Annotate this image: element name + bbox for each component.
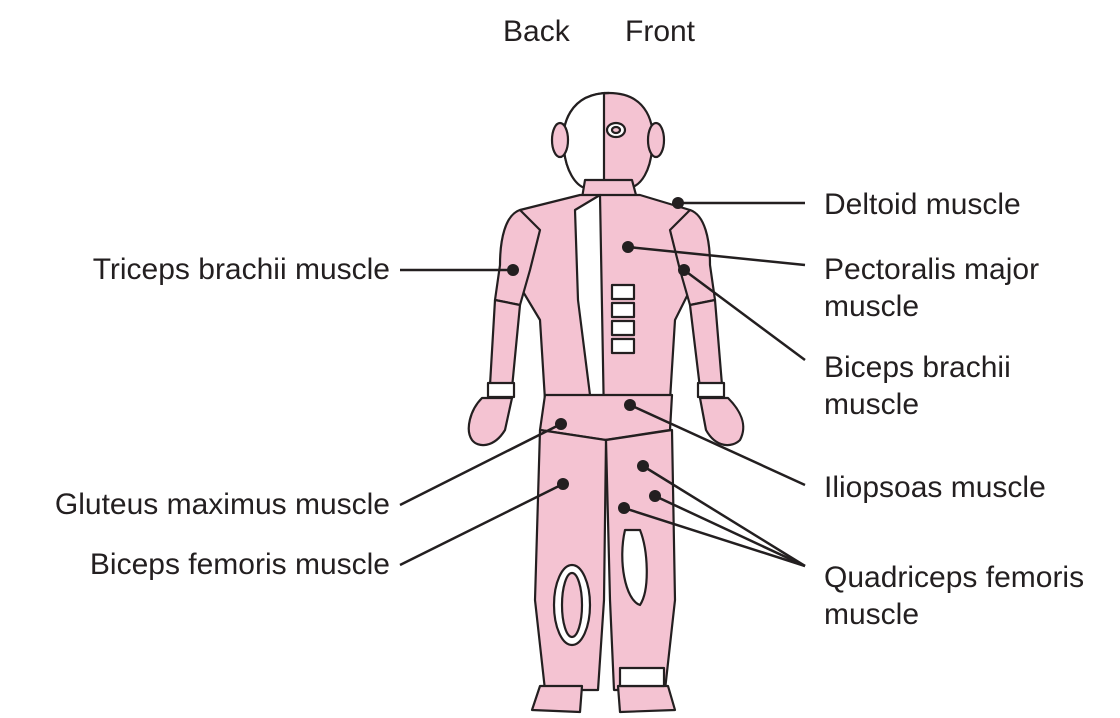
- biceps-brachii-label-line-1: Biceps brachii: [824, 349, 1104, 386]
- triceps-label: Triceps brachii muscle: [20, 251, 390, 288]
- quadriceps-dot: [637, 460, 649, 472]
- left-wrist: [488, 383, 514, 397]
- gluteus-label: Gluteus maximus muscle: [0, 486, 390, 523]
- abdominal-segment: [612, 303, 634, 317]
- abdominal-segment: [612, 321, 634, 335]
- left-calf-inner: [562, 573, 582, 637]
- iliopsoas-dot: [624, 399, 636, 411]
- pectoralis-label: Pectoralis major muscle: [824, 251, 1104, 325]
- quadriceps-line-2: [655, 496, 805, 566]
- biceps-femoris-label: Biceps femoris muscle: [20, 546, 390, 583]
- deltoid-label: Deltoid muscle: [824, 186, 1021, 223]
- pectoralis-label-line-2: muscle: [824, 288, 1104, 325]
- right-foot: [618, 686, 675, 712]
- right-wrist: [698, 383, 724, 397]
- quadriceps-label-line-2: muscle: [824, 596, 1116, 633]
- pectoralis-label-line-1: Pectoralis major: [824, 251, 1104, 288]
- biceps-femoris-dot: [557, 478, 569, 490]
- biceps-brachii-dot: [678, 264, 690, 276]
- triceps-dot: [507, 264, 519, 276]
- eye-inner: [612, 127, 620, 133]
- quadriceps-label-line-1: Quadriceps femoris: [824, 559, 1116, 596]
- biceps-brachii-label-line-2: muscle: [824, 386, 1104, 423]
- left-hand: [469, 398, 512, 445]
- quadriceps-dot: [618, 502, 630, 514]
- head-back-half: [563, 93, 609, 188]
- quadriceps-label: Quadriceps femoris muscle: [824, 559, 1116, 633]
- abdominal-segment: [612, 285, 634, 299]
- left-ear: [552, 123, 568, 157]
- front-view-label: Front: [625, 13, 695, 50]
- biceps-brachii-label: Biceps brachii muscle: [824, 349, 1104, 423]
- right-forearm: [690, 300, 722, 388]
- right-ankle: [620, 668, 664, 686]
- gluteus-dot: [555, 418, 567, 430]
- deltoid-dot: [672, 197, 684, 209]
- abdominal-segment: [612, 339, 634, 353]
- quadriceps-dot: [649, 490, 661, 502]
- left-leg: [535, 430, 606, 690]
- body-figure: [469, 93, 743, 712]
- iliopsoas-label: Iliopsoas muscle: [824, 469, 1046, 506]
- left-forearm: [490, 300, 520, 388]
- pectoralis-dot: [622, 241, 634, 253]
- right-hand: [700, 398, 743, 445]
- back-view-label: Back: [503, 13, 570, 50]
- left-foot: [532, 686, 582, 712]
- right-ear: [648, 123, 664, 157]
